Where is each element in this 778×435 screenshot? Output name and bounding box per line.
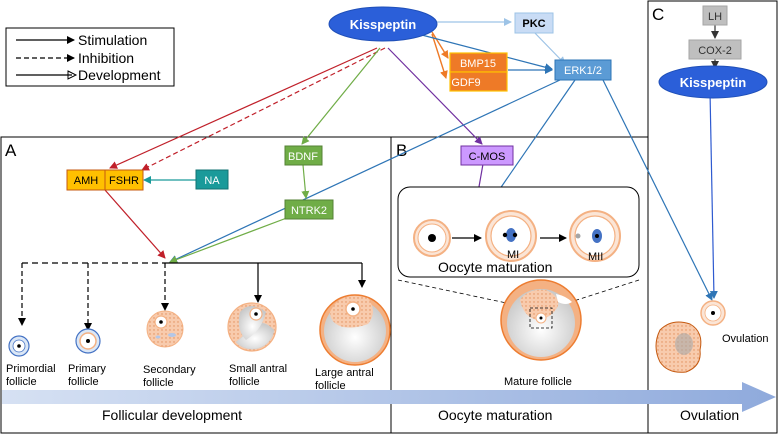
arrow-erk-to-ovulation xyxy=(601,77,713,301)
ntrk2-label: NTRK2 xyxy=(291,205,327,217)
oocyte-immature xyxy=(413,219,451,257)
bmp15-label: BMP15 xyxy=(460,58,496,70)
zoom-box xyxy=(529,307,553,329)
primordial-label-line1: Primordial xyxy=(6,363,56,375)
legend-inhibition-label: Inhibition xyxy=(78,50,134,66)
kisspeptin-label: Kisspeptin xyxy=(350,17,417,32)
cox2-label: COX-2 xyxy=(698,45,732,57)
arrow-kisspeptin-to-gdf9 xyxy=(431,33,448,79)
mature-follicle xyxy=(397,279,640,361)
arrow-pkc-to-erk xyxy=(531,29,566,65)
oocyte-maturation-box: MI MII Oocyte maturation xyxy=(397,186,640,278)
oocyte-maturation-title: Oocyte maturation xyxy=(438,259,552,275)
arrow-kisspeptin-c-to-ovulation xyxy=(709,90,718,299)
arrow-kisspeptin-to-amh xyxy=(109,47,378,169)
zoom-line-right xyxy=(551,279,640,309)
arrow-erk-to-follicle-development xyxy=(169,79,561,263)
node-pkc: PKC xyxy=(514,12,554,34)
arrow-kisspeptin-inhibits-fshr xyxy=(141,47,386,171)
kisspeptin-c-label: Kisspeptin xyxy=(680,75,747,90)
legend: Stimulation Inhibition Development xyxy=(5,27,175,87)
oocyte-mi xyxy=(485,210,537,262)
node-ntrk2: NTRK2 xyxy=(284,199,334,220)
node-kisspeptin: Kisspeptin xyxy=(328,6,438,42)
arrow-bdnf-to-ntrk2 xyxy=(301,164,310,199)
timeline-arrow xyxy=(2,382,776,412)
large-antral-label-line1: Large antral xyxy=(315,367,374,379)
node-gdf9: GDF9 xyxy=(449,71,508,92)
node-na: NA xyxy=(195,169,229,190)
follicular-development-label: Follicular development xyxy=(102,407,242,423)
node-cox2: COX-2 xyxy=(688,39,742,60)
secondary-label-line1: Secondary xyxy=(143,364,196,376)
mii-label: MII xyxy=(588,251,603,263)
mi-label: MI xyxy=(507,249,519,261)
panel-c-label: C xyxy=(652,5,664,24)
development-tree xyxy=(18,262,366,331)
arrow-ntrk2-to-follicle-development xyxy=(169,215,293,264)
secondary-label-line2: follicle xyxy=(143,377,174,389)
amh-label: AMH xyxy=(74,175,99,187)
node-erk: ERK1/2 xyxy=(554,59,612,81)
pkc-label: PKC xyxy=(522,18,545,30)
arrow-kisspeptin-to-erk xyxy=(417,33,553,72)
ovulated-cell xyxy=(655,321,702,373)
legend-stimulation-label: Stimulation xyxy=(78,32,147,48)
lh-label: LH xyxy=(708,11,722,23)
legend-box xyxy=(5,27,175,87)
node-cmos: C-MOS xyxy=(460,145,514,166)
arrow-kisspeptin-to-bmp15 xyxy=(431,31,449,59)
secondary-follicle xyxy=(146,310,184,348)
large-antral-follicle xyxy=(319,294,391,366)
small-antral-follicle xyxy=(227,302,277,352)
oocyte-mii xyxy=(569,210,621,262)
na-label: NA xyxy=(204,175,220,187)
primary-label-line2: follicle xyxy=(68,376,99,388)
legend-development-arrowhead xyxy=(67,70,78,80)
large-antral-label-line2: follicle xyxy=(315,380,346,392)
gdf9-label: GDF9 xyxy=(451,77,480,89)
node-lh: LH xyxy=(702,5,728,26)
oocyte-maturation-label: Oocyte maturation xyxy=(438,407,552,423)
arrow-kisspeptin-to-cmos xyxy=(387,47,483,145)
small-antral-label-line1: Small antral xyxy=(229,363,287,375)
panel-c-frame xyxy=(647,0,778,434)
legend-development-label: Development xyxy=(78,67,161,83)
panel-b-label: B xyxy=(396,141,407,160)
erk-label: ERK1/2 xyxy=(564,65,602,77)
panel-a-label: A xyxy=(5,141,17,160)
node-fshr: FSHR xyxy=(104,169,144,191)
fshr-label: FSHR xyxy=(109,175,139,187)
mature-follicle-label: Mature follicle xyxy=(504,376,572,388)
small-antral-label-line2: follicle xyxy=(229,376,260,388)
panel-b-frame xyxy=(390,136,649,434)
primary-follicle xyxy=(75,328,101,354)
node-kisspeptin-c: Kisspeptin xyxy=(658,65,768,99)
ovulated-oocyte xyxy=(700,300,726,326)
primordial-label-line2: follicle xyxy=(6,376,37,388)
cmos-label: C-MOS xyxy=(469,151,506,163)
node-bmp15: BMP15 xyxy=(449,52,508,73)
ovulation-label: Ovulation xyxy=(722,333,768,345)
primary-label-line1: Primary xyxy=(68,363,106,375)
node-bdnf: BDNF xyxy=(284,145,323,166)
bdnf-label: BDNF xyxy=(288,151,318,163)
arrow-amh-fshr-to-follicle-development xyxy=(104,189,166,259)
primordial-follicle xyxy=(8,335,30,357)
node-amh: AMH xyxy=(66,169,106,191)
ovulation-section-label: Ovulation xyxy=(680,407,739,423)
arrow-kisspeptin-to-bdnf xyxy=(301,47,381,145)
